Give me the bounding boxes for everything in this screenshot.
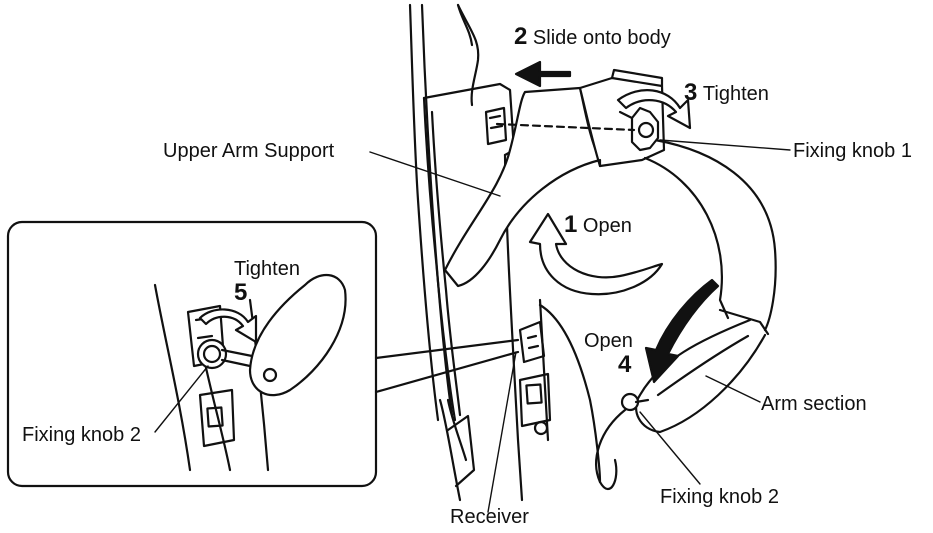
tighten-arrow-1 (616, 89, 692, 130)
step-2-label: 2 Slide onto body (514, 23, 671, 50)
fixing-knob-1 (618, 106, 660, 152)
step-3-text: Tighten (702, 83, 769, 105)
open-arrow-2 (644, 278, 720, 384)
step-4-text: Open (584, 330, 633, 352)
fixing-knob-2-inset-label: Fixing knob 2 (22, 424, 141, 446)
open-arrow-1 (528, 212, 664, 296)
step-4-number: 4 (618, 351, 632, 378)
tighten-arrow-2 (198, 308, 258, 344)
inset-callout (6, 220, 520, 488)
step-5-text-label: Tighten (234, 258, 300, 280)
slide-arrow (514, 60, 572, 88)
step-3-number: 3 (684, 79, 698, 106)
alignment-guide-line (495, 122, 636, 132)
step-5-text: Tighten (234, 258, 300, 280)
step-5-number: 5 (234, 279, 248, 306)
step-4-text-label: Open (584, 330, 633, 352)
cuff-arm-section (538, 138, 777, 491)
receiver-label: Receiver (450, 506, 529, 528)
device-body (408, 3, 552, 502)
step-1-label: 1 Open (564, 211, 632, 238)
fixing-knob-2-label: Fixing knob 2 (660, 486, 779, 508)
arm-section-label: Arm section (761, 393, 867, 415)
leader-lines (154, 139, 791, 513)
step-1-text: Open (582, 215, 632, 237)
fixing-knob-1-label: Fixing knob 1 (793, 140, 912, 162)
step-2-text: Slide onto body (532, 27, 671, 49)
step-3-label: 3 Tighten (684, 79, 769, 106)
step-2-number: 2 (514, 23, 528, 50)
step-1-number: 1 (564, 211, 578, 238)
upper-arm-support-label: Upper Arm Support (163, 140, 335, 162)
